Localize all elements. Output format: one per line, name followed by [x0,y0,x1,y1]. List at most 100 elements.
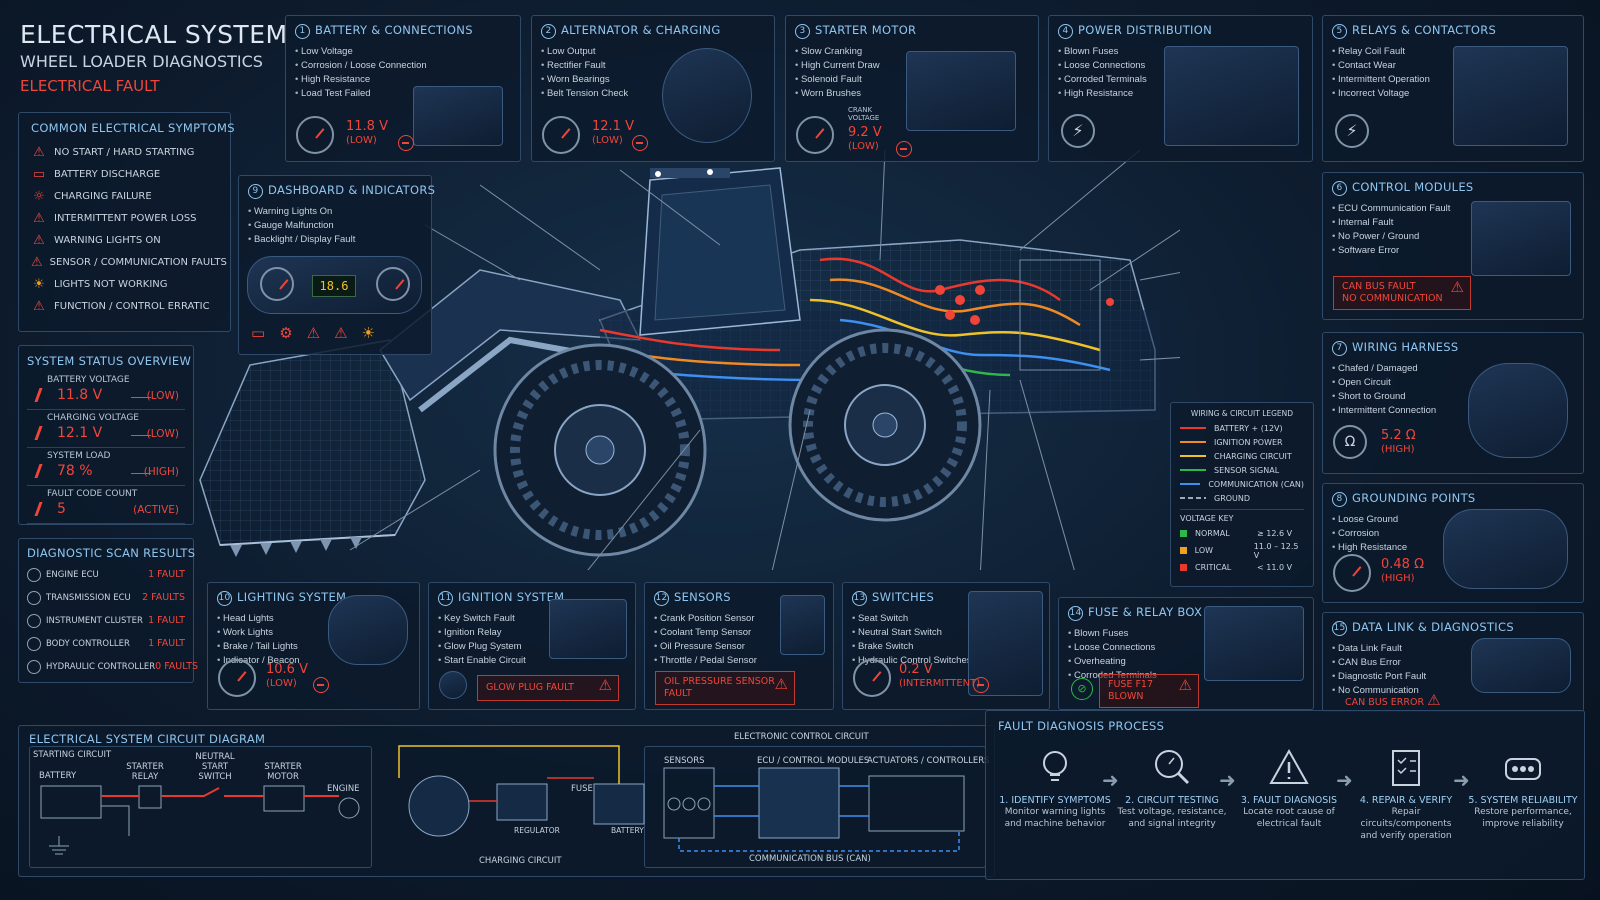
panel-number: 5 [1332,24,1347,39]
warning-icon: ⚠ [31,254,43,270]
fault-tag: ELECTRICAL FAULT [20,77,160,95]
fault-item: Intermittent Operation [1332,73,1574,87]
voltage-key-range: < 11.0 V [1257,563,1293,572]
panel-title: POWER DISTRIBUTION [1078,23,1212,37]
module-name: ENGINE ECU [46,569,99,580]
ecu-label: ECU / CONTROL MODULES [757,756,870,766]
voltage-gauge-icon [218,659,256,697]
fault-item: Incorrect Voltage [1332,87,1574,101]
voltage-swatch [1180,564,1187,571]
starter-relay-label: STARTER RELAY [126,762,164,782]
ohm-icon: Ω [1333,425,1367,459]
symptoms-panel: COMMON ELECTRICAL SYMPTOMS ⚠NO START / H… [18,112,235,332]
legend-swatch [1180,469,1206,471]
status-title: SYSTEM STATUS OVERVIEW [27,354,192,368]
relay-image [1453,46,1568,146]
ignition-coil-image [439,671,467,699]
status-state: (LOW) [146,428,179,440]
panel-title: RELAYS & CONTACTORS [1352,23,1497,37]
wheel-loader-illustration [199,150,1180,570]
lightning-icon: ⚡ [1335,114,1369,148]
fault-list: Slow CrankingHigh Current DrawSolenoid F… [795,45,1029,101]
step-title: 5. SYSTEM RELIABILITY [1468,795,1578,806]
legend-item: GROUND [1180,491,1304,505]
warning-icon: ⚠ [1427,691,1441,709]
scan-title: DIAGNOSTIC SCAN RESULTS [27,546,196,560]
fault-count: 1 FAULT [148,569,185,580]
fault-item: High Current Draw [795,59,1029,73]
panel-title: ALTERNATOR & CHARGING [561,23,721,37]
fault-list: Head LightsWork LightsBrake / Tail Light… [217,612,410,668]
chevron-right-icon: ➜ [1219,768,1236,792]
legend-item: COMMUNICATION (CAN) [1180,477,1304,491]
battery-label-2: BATTERY [611,826,644,835]
panel-title: DATA LINK & DIAGNOSTICS [1352,620,1514,634]
dashboard-image: 18.6 [247,256,422,314]
module-icon [27,613,41,628]
legend-item: BATTERY + (12V) [1180,421,1304,435]
gauge-icon [376,267,410,301]
battery-icon: ▭ [251,324,266,342]
fault-item: Low Output [541,45,765,59]
fault-list: Loose GroundCorrosionHigh Resistance [1332,513,1574,555]
fault-list: Warning Lights OnGauge MalfunctionBackli… [248,205,422,247]
process-panel: FAULT DIAGNOSIS PROCESS [985,710,1585,880]
panel-number: 8 [1332,492,1347,507]
status-value: 12.1 V [57,425,103,441]
status-state: (ACTIVE) [133,504,179,516]
fault-item: High Resistance [295,73,511,87]
alert-mark [34,426,43,440]
status-value: 78 % [57,463,93,479]
circuit-schematic [40,745,965,855]
fault-item: Head Lights [217,612,410,626]
magnifier-gauge-icon [1150,745,1194,789]
step-desc: and verify operation [1360,831,1452,841]
starting-circuit-box [29,746,372,868]
fault-list: Chafed / DamagedOpen CircuitShort to Gro… [1332,362,1574,418]
panel-title: GROUNDING POINTS [1352,491,1476,505]
chevron-right-icon: ➜ [1336,768,1353,792]
panel-title: BATTERY & CONNECTIONS [315,23,473,37]
warning-icon: ⚠ [33,210,45,226]
panel-number: 4 [1058,24,1073,39]
voltage-swatch [1180,547,1187,554]
fault-item: Brake Switch [852,640,1040,654]
legend-title: WIRING & CIRCUIT LEGEND [1190,409,1294,418]
warning-icon: ⚠ [1450,278,1464,296]
status-state: (HIGH) [143,466,179,478]
legend-label: COMMUNICATION (CAN) [1208,479,1304,489]
fault-item: Crank Position Sensor [654,612,824,626]
fault-item: Work Lights [217,626,410,640]
step-desc: Test voltage, resistance, [1117,807,1227,817]
arrow-icon [131,435,151,436]
voltage-key-range: 11.0 – 12.5 V [1253,541,1299,560]
fault-count: 2 FAULTS [142,592,185,603]
alternator-reading: 12.1 V(LOW) [592,119,634,147]
fault-list: Data Link FaultCAN Bus ErrorDiagnostic P… [1332,642,1574,698]
battery-image [413,86,503,146]
fault-item: Worn Bearings [541,73,765,87]
dashboard-display: 18.6 [312,275,356,297]
engine-icon: ⚙ [279,324,293,342]
fault-list: Crank Position SensorCoolant Temp Sensor… [654,612,824,668]
legend-label: CHARGING CIRCUIT [1214,451,1292,461]
fault-list: Low VoltageCorrosion / Loose ConnectionH… [295,45,511,101]
panel-number: 11 [438,591,453,606]
fault-item: Rectifier Fault [541,59,765,73]
step-desc: Restore performance, [1474,807,1572,817]
warning-icon: ⚠ [774,675,788,693]
battery-icon: ▭ [32,166,46,182]
panel-title: FUSE & RELAY BOX [1088,605,1203,619]
ecc-label: ELECTRONIC CONTROL CIRCUIT [734,732,869,742]
